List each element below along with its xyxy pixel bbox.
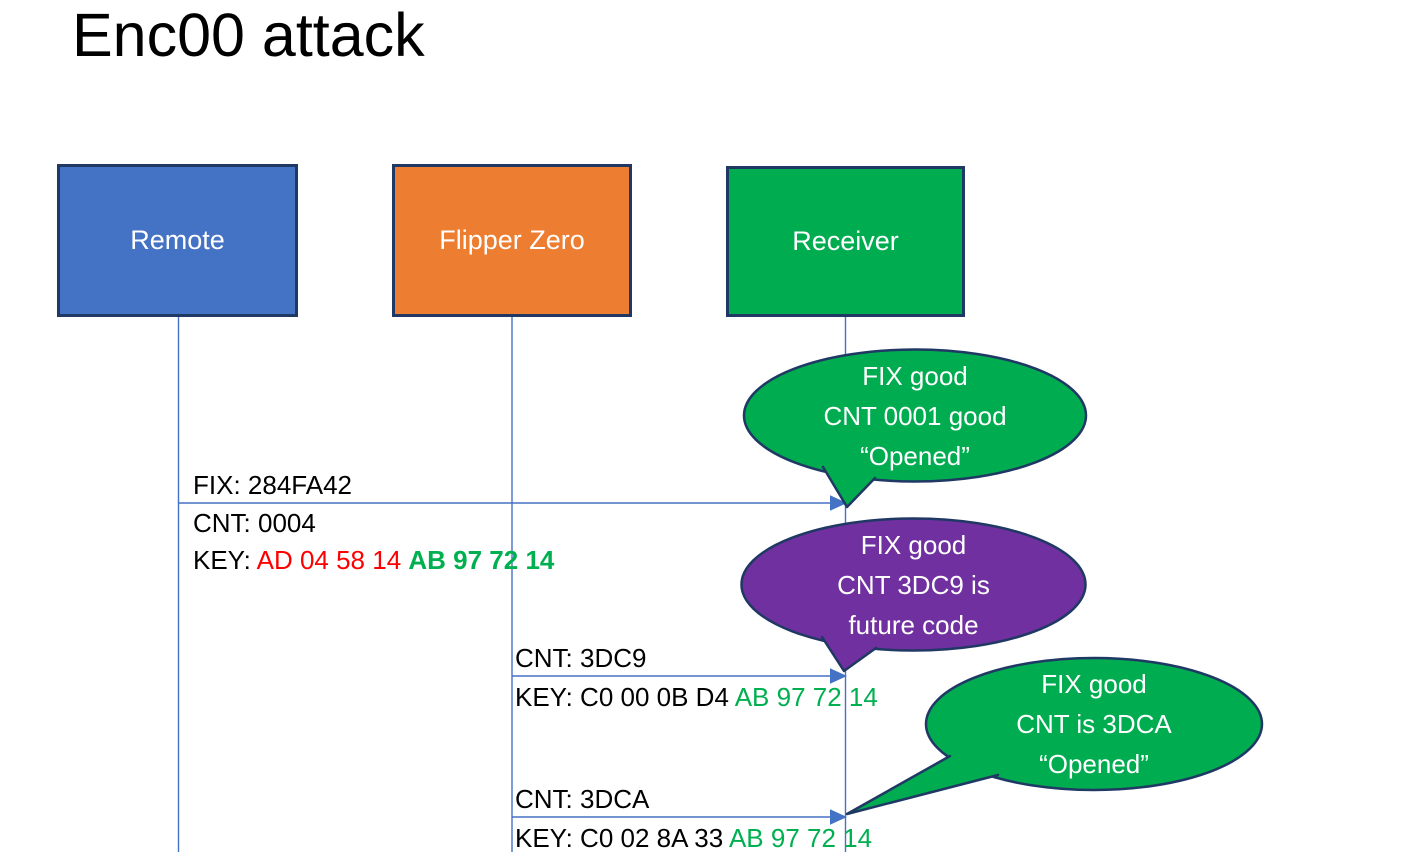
key-segment: KEY: xyxy=(193,545,257,575)
message-1-key-label: KEY: AD 04 58 14 AB 97 72 14 xyxy=(193,545,554,576)
callout-bubble-3 xyxy=(845,656,1264,816)
callout-tail xyxy=(821,465,877,509)
callout-line: FIX good xyxy=(1041,669,1147,699)
key-segment: AD 04 58 14 xyxy=(256,545,409,575)
callout-line: FIX good xyxy=(860,530,967,560)
callout-bubble-1 xyxy=(742,348,1088,509)
arrowhead-icon xyxy=(830,809,847,825)
callout-line: “Opened” xyxy=(860,441,970,471)
callout-2-text: FIX good CNT 3DC9 is future code xyxy=(755,523,1072,647)
callout-line: FIX good xyxy=(862,361,968,391)
message-1-fix-label: FIX: 284FA42 xyxy=(193,470,352,500)
actor-label-flipper-zero: Flipper Zero xyxy=(439,225,585,255)
callout-ellipse xyxy=(740,517,1087,652)
message-2-cnt-label: CNT: 3DC9 xyxy=(515,643,647,673)
arrowhead-icon xyxy=(830,668,847,684)
callout-3-text: FIX good CNT is 3DCA “Opened” xyxy=(926,662,1262,786)
actor-label-remote: Remote xyxy=(130,225,225,255)
callout-line: CNT is 3DCA xyxy=(1016,709,1172,739)
callout-line: future code xyxy=(848,610,979,640)
key-segment: AB 97 72 14 xyxy=(734,682,878,712)
callout-ellipse xyxy=(924,656,1264,792)
message-2-key-label: KEY: C0 00 0B D4 AB 97 72 14 xyxy=(515,682,878,713)
message-3-key-label: KEY: C0 02 8A 33 AB 97 72 14 xyxy=(515,823,872,854)
callout-line: CNT 3DC9 is xyxy=(837,570,990,600)
callout-1-text: FIX good CNT 0001 good “Opened” xyxy=(757,354,1073,478)
key-segment: AB 97 72 14 xyxy=(728,823,873,853)
callout-ellipse xyxy=(742,348,1088,483)
callout-line: “Opened” xyxy=(1039,749,1149,779)
slide-title: Enc00 attack xyxy=(72,1,425,69)
actor-label-receiver: Receiver xyxy=(792,226,899,256)
callout-line: CNT 0001 good xyxy=(823,401,1007,431)
key-segment: KEY: C0 00 0B D4 xyxy=(515,682,735,712)
key-segment: KEY: C0 02 8A 33 xyxy=(515,823,729,853)
key-segment: AB 97 72 14 xyxy=(408,545,555,575)
arrowhead-icon xyxy=(830,495,847,511)
message-1-cnt-label: CNT: 0004 xyxy=(193,508,316,538)
callout-bubble-2 xyxy=(740,517,1087,673)
message-3-cnt-label: CNT: 3DCA xyxy=(515,784,650,814)
callout-tail xyxy=(820,635,878,673)
actor-box-remote: Remote xyxy=(57,164,298,317)
callout-tail xyxy=(845,754,1000,816)
actor-box-flipper-zero: Flipper Zero xyxy=(392,164,632,317)
actor-box-receiver: Receiver xyxy=(726,166,965,317)
